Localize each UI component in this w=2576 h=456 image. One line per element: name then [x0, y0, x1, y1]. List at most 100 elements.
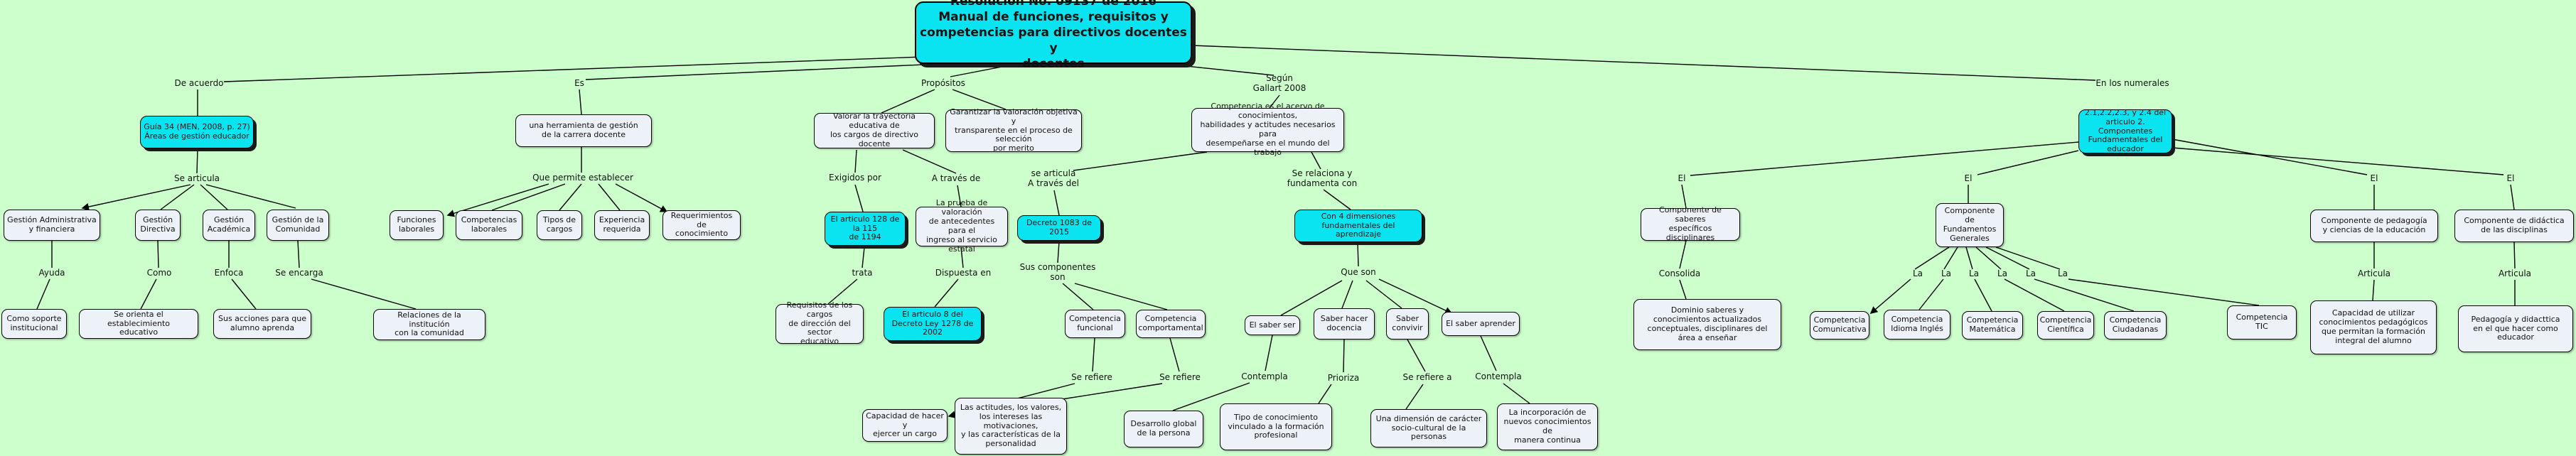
- link-label-se_articula[interactable]: Se articula: [173, 173, 220, 184]
- link-label-en_numerales[interactable]: En los numerales: [2095, 78, 2169, 89]
- connector-line: [615, 183, 668, 212]
- link-label-a_traves_de[interactable]: A través de: [931, 173, 981, 184]
- concept-node-tipos_cargos[interactable]: Tipos de cargos: [537, 210, 582, 240]
- connector-line: [1480, 335, 1497, 371]
- concept-node-comp_pedagogia[interactable]: Componente de pedagogía y ciencias de la…: [2310, 210, 2438, 242]
- link-label-se_encarga[interactable]: Se encarga: [275, 268, 323, 278]
- link-label-trata[interactable]: trata: [852, 268, 873, 278]
- concept-node-tipo_conocimiento[interactable]: Tipo de conocimiento vinculado a la form…: [1220, 403, 1332, 450]
- concept-node-como_soporte[interactable]: Como soporte institucional: [1, 309, 67, 339]
- concept-node-saber_convivir[interactable]: Saber convivir: [1386, 308, 1429, 340]
- link-label-consolida[interactable]: Consolida: [1658, 268, 1701, 279]
- link-label-se_refiere_2[interactable]: Se refiere: [1159, 372, 1201, 383]
- concept-node-prueba[interactable]: La prueba de valoración de antecedentes …: [916, 198, 1008, 254]
- concept-node-articulo128[interactable]: El articulo 128 de la 115 de 1194: [825, 212, 906, 246]
- connector-line: [1341, 280, 1353, 309]
- concept-node-sus_acciones[interactable]: Sus acciones para que alumno aprenda: [213, 309, 311, 339]
- concept-node-dimension_socio[interactable]: Una dimensión de carácter socio-cultural…: [1370, 409, 1487, 447]
- concept-node-gestion_comunidad[interactable]: Gestión de la Comunidad: [267, 210, 329, 241]
- concept-node-competencias_lab[interactable]: Competencias laborales: [456, 210, 522, 240]
- link-label-dispuesta[interactable]: Dispuesta en: [935, 268, 992, 278]
- link-label-como[interactable]: Como: [146, 268, 172, 278]
- concept-node-dimensiones[interactable]: Con 4 dimensiones fundamentales del apre…: [1294, 210, 1422, 242]
- connector-line: [223, 56, 925, 82]
- concept-node-funciones[interactable]: Funciones laborales: [390, 210, 444, 240]
- link-label-contempla_1[interactable]: Contempla: [1241, 371, 1288, 382]
- link-label-ayuda[interactable]: Ayuda: [38, 268, 65, 278]
- link-label-es[interactable]: Es: [574, 78, 584, 89]
- concept-node-capacidad[interactable]: Capacidad de hacer y ejercer un cargo: [862, 409, 948, 442]
- link-label-el_4[interactable]: El: [2506, 173, 2515, 184]
- concept-node-comp_funcional[interactable]: Competencia funcional: [1065, 310, 1125, 338]
- concept-node-gestion_admin[interactable]: Gestión Administrativa y financiera: [4, 210, 100, 241]
- concept-node-comp_fundamentos[interactable]: Componente de Fundamentos Generales: [1936, 203, 2004, 247]
- link-label-contempla_2[interactable]: Contempla: [1475, 371, 1522, 382]
- link-label-articula_1[interactable]: Articula: [2357, 268, 2391, 279]
- link-label-propositos[interactable]: Propósitos: [921, 78, 965, 89]
- concept-node-se_orienta[interactable]: Se orienta el establecimiento educativo: [79, 309, 198, 339]
- link-label-articula_2[interactable]: Articula: [2498, 268, 2532, 279]
- connector-line: [1053, 190, 1060, 216]
- concept-node-incorporacion[interactable]: La incorporación de nuevos conocimientos…: [1497, 403, 1598, 450]
- connector-line: [81, 184, 191, 211]
- concept-node-acervo[interactable]: Competencia es el acervo de conocimiento…: [1191, 102, 1344, 157]
- link-label-enfoca[interactable]: Enfoca: [214, 268, 244, 278]
- concept-node-herramienta[interactable]: una herramienta de gestión de la carrera…: [515, 114, 652, 147]
- link-label-se_relaciona[interactable]: Se relaciona y fundamenta con: [1287, 168, 1358, 188]
- link-label-la_4[interactable]: La: [1997, 268, 2008, 279]
- connector-line: [1323, 189, 1351, 210]
- concept-node-dominio[interactable]: Dominio saberes y conocimientos actualiz…: [1633, 299, 1781, 350]
- link-label-segun[interactable]: Según Gallart 2008: [1252, 73, 1306, 93]
- concept-node-numerales[interactable]: 2.1,2.2,2.3, y 2.4 del articulo 2. Compo…: [2078, 108, 2172, 153]
- link-label-el_2[interactable]: El: [1964, 173, 1973, 184]
- concept-node-comp_saberes[interactable]: Componente de saberes específicos discip…: [1641, 205, 1740, 242]
- link-label-la_3[interactable]: La: [1968, 268, 1980, 279]
- link-label-que_permite[interactable]: Que permite establecer: [532, 173, 633, 183]
- concept-node-c_cientifica[interactable]: Competencia Científica: [2037, 311, 2094, 340]
- connector-line: [1318, 384, 1332, 404]
- concept-node-guia34[interactable]: Guía 34 (MEN, 2008, p. 27) Áreas de gest…: [140, 116, 254, 148]
- concept-node-c_idioma[interactable]: Competencia Idioma Inglés: [1884, 310, 1950, 340]
- concept-node-c_ciudadanas[interactable]: Competencia Ciudadanas: [2104, 311, 2167, 340]
- connector-line: [2513, 241, 2516, 269]
- link-label-sus_componentes[interactable]: Sus componentes son: [1019, 262, 1096, 282]
- link-label-el_1[interactable]: El: [1678, 173, 1686, 184]
- concept-node-comp_comportamental[interactable]: Competencia comportamental: [1136, 310, 1206, 338]
- concept-node-valorar[interactable]: Valorar la trayectoria educativa de los …: [814, 112, 935, 148]
- link-label-se_articula_2[interactable]: se articula A través del: [1028, 168, 1079, 188]
- concept-node-capacidad_utilizar[interactable]: Capacidad de utilizar conocimientos peda…: [2310, 300, 2437, 354]
- concept-node-comp_didactica[interactable]: Componente de didáctica de las disciplin…: [2454, 210, 2574, 242]
- concept-node-requisitos[interactable]: Requisitos de los cargos de dirección de…: [776, 300, 864, 346]
- concept-node-saber_ser[interactable]: El saber ser: [1245, 315, 1300, 335]
- concept-node-saber_hacer[interactable]: Saber hacer docencia: [1314, 308, 1375, 340]
- connector-line: [854, 184, 864, 212]
- concept-node-decreto1083[interactable]: Decreto 1083 de 2015: [1017, 215, 1101, 241]
- concept-node-pedagogia_didacttica[interactable]: Pedagogía y didacttica en el que hacer c…: [2458, 305, 2573, 352]
- concept-node-c_tic[interactable]: Competencia TIC: [2227, 305, 2297, 340]
- link-label-el_3[interactable]: El: [2370, 173, 2378, 184]
- link-label-la_6[interactable]: La: [2057, 268, 2068, 279]
- concept-node-articulo8[interactable]: El articulo 8 del Decreto Ley 1278 de 20…: [884, 307, 982, 341]
- concept-node-garantizar[interactable]: Garantizar la valoración objetiva y tran…: [945, 107, 1082, 153]
- link-label-se_refiere_a[interactable]: Se refiere a: [1402, 372, 1452, 383]
- link-label-la_2[interactable]: La: [1941, 268, 1952, 279]
- concept-node-requerimientos[interactable]: Requerimientos de conocimiento: [662, 210, 741, 240]
- link-label-de_acuerdo[interactable]: De acuerdo: [174, 78, 224, 89]
- link-label-la_5[interactable]: La: [2025, 268, 2036, 279]
- map-title-node[interactable]: Resolución No. 09137 de 2016 Manual de f…: [915, 0, 1192, 71]
- concept-node-c_comunicativa[interactable]: Competencia Comunicativa: [1810, 311, 1869, 340]
- concept-node-gestion_academica[interactable]: Gestión Académica: [203, 210, 255, 241]
- concept-node-c_matematica[interactable]: Competencia Matemática: [1962, 311, 2023, 340]
- concept-node-relaciones[interactable]: Relaciones de la institución con la comu…: [373, 309, 485, 340]
- concept-node-desarrollo[interactable]: Desarrollo global de la persona: [1124, 411, 1203, 447]
- connector-line: [1679, 279, 1687, 300]
- link-label-la_1[interactable]: La: [1912, 268, 1923, 279]
- concept-node-actitudes[interactable]: Las actitudes, los valores, los interese…: [955, 398, 1067, 455]
- link-label-exigidos[interactable]: Exigidos por: [829, 173, 881, 183]
- concept-node-saber_aprender[interactable]: El saber aprender: [1442, 312, 1520, 336]
- link-label-se_refiere_1[interactable]: Se refiere: [1071, 372, 1112, 383]
- concept-node-experiencia[interactable]: Experiencia requerida: [594, 210, 650, 240]
- link-label-que_son[interactable]: Que son: [1341, 267, 1376, 278]
- link-label-prioriza[interactable]: Prioriza: [1327, 373, 1360, 384]
- concept-node-gestion_directiva[interactable]: Gestión Directiva: [135, 210, 181, 241]
